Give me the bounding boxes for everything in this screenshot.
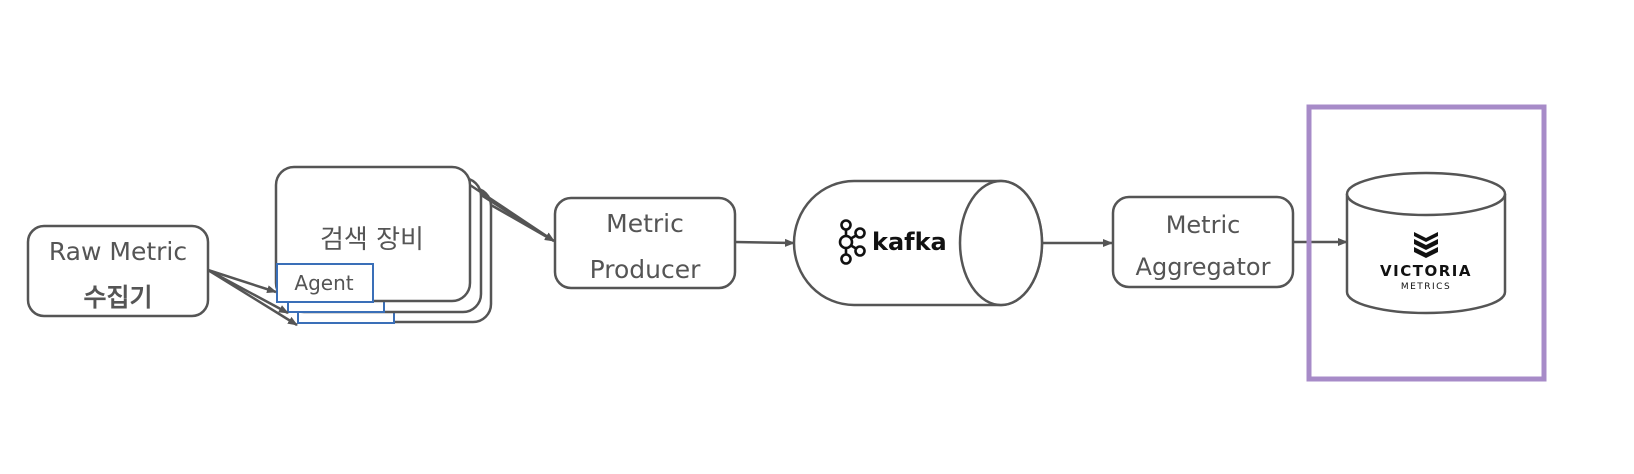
victoria-metrics-logo-icon <box>1414 232 1438 258</box>
victoria-metrics-node: VICTORIA METRICS <box>1345 171 1507 315</box>
victoria-highlight-frame <box>1306 104 1547 382</box>
raw-to-agent-arrows <box>207 268 298 327</box>
raw-metric-label-line1: Raw Metric <box>49 237 187 266</box>
equipment-to-producer-arrows <box>469 183 555 243</box>
victoria-logo-line2: METRICS <box>1401 282 1451 292</box>
producer-to-kafka-arrow <box>734 238 795 247</box>
metric-aggregator-label-line2: Aggregator <box>1136 253 1271 281</box>
metric-producer-node: Metric Producer <box>553 196 737 290</box>
search-equipment-title: 검색 장비 <box>320 225 424 255</box>
metric-aggregator-label-line1: Metric <box>1166 211 1241 239</box>
metric-producer-label-line1: Metric <box>606 209 684 238</box>
raw-metric-node: Raw Metric 수집기 <box>26 224 210 318</box>
agent-box <box>276 263 374 303</box>
raw-metric-label-line2: 수집기 <box>83 283 152 312</box>
kafka-node: kafka <box>792 179 1044 307</box>
kafka-logo-text: kafka <box>872 228 947 256</box>
metric-producer-label-line2: Producer <box>590 255 702 284</box>
search-equipment-stack: 검색 장비 Agent <box>274 165 493 324</box>
kafka-logo-icon <box>838 219 866 265</box>
victoria-logo-line1: VICTORIA <box>1380 262 1472 280</box>
metric-aggregator-node: Metric Aggregator <box>1111 195 1295 289</box>
agent-label: Agent <box>294 271 353 295</box>
